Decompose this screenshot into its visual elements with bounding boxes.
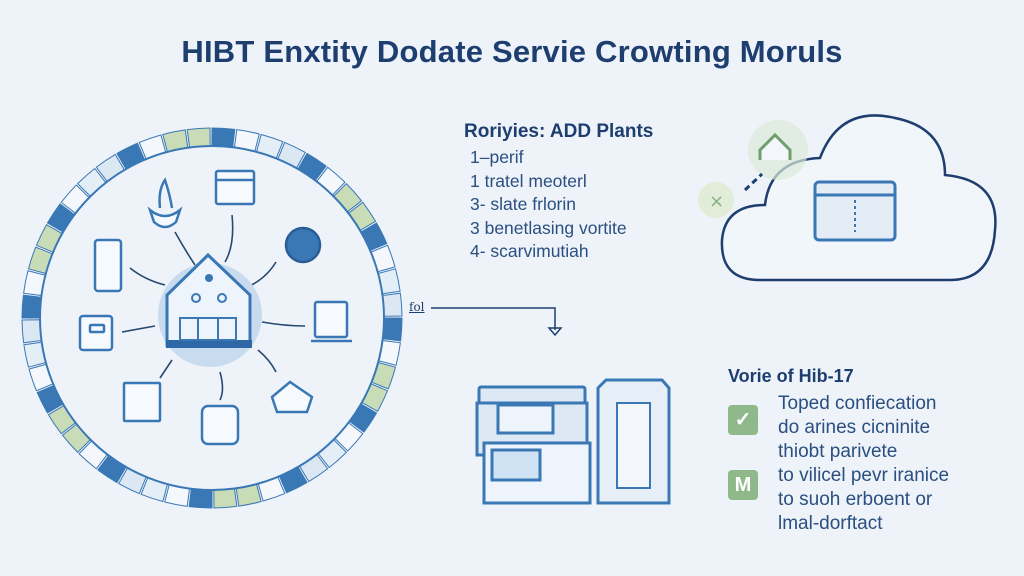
verification-text: Toped confiecation do arines cicninite t…	[778, 392, 949, 536]
flow-arrow	[431, 307, 556, 330]
ring-segment	[257, 476, 286, 502]
close-icon: ×	[709, 191, 724, 212]
chart-upload-icon	[758, 132, 792, 160]
ring-segment	[188, 488, 213, 509]
ring-segment	[28, 363, 54, 392]
verification-line: to vilicel pevr iranice	[778, 465, 950, 486]
report-icon	[122, 381, 162, 423]
priority-item: 4- scarvimutiah	[470, 241, 589, 261]
priorities-list: Roriyies: ADD Plants 1–perif 1 tratel me…	[464, 121, 653, 264]
mobile-phone-icon	[93, 238, 123, 293]
alarm-icon	[147, 206, 183, 229]
check-icon: ✓	[728, 405, 758, 435]
tray-icon	[270, 380, 314, 414]
building-server-icon	[475, 378, 671, 505]
verification-heading: Vorie of Hib-17	[728, 366, 854, 386]
priority-item: 3 benetlasing vortite	[470, 217, 627, 238]
priority-item: 3- slate frlorin	[470, 194, 577, 214]
ring-segment	[186, 127, 211, 149]
calendar-icon	[214, 169, 256, 206]
ring-segment	[370, 244, 396, 273]
ring-segment	[213, 487, 238, 509]
house-hub-icon	[158, 252, 262, 367]
ring-segment	[138, 134, 167, 160]
verification-line: do arines cicninite	[778, 417, 931, 438]
ring-segment	[255, 133, 284, 160]
ring-segment	[21, 319, 43, 344]
page-title: HIBT Enxtity Dodate Servie Crowting Moru…	[181, 34, 843, 69]
robot-device-icon	[200, 404, 240, 446]
priority-item: 1 tratel meoterl	[470, 170, 587, 191]
verification-line: thiobt parivete	[778, 441, 898, 462]
ring-segment	[382, 317, 403, 342]
flame-icon	[158, 177, 174, 209]
priority-item: 1–perif	[470, 147, 524, 167]
ring-segment	[381, 292, 403, 317]
globe-icon	[284, 226, 322, 264]
verification-line: to suoh erboent or	[778, 489, 933, 510]
ring-segment	[140, 476, 169, 503]
ring-segment	[370, 361, 397, 390]
ring-segment	[27, 246, 54, 275]
connector-lines	[121, 214, 306, 401]
ring-segment	[21, 294, 42, 319]
segmented-ring	[21, 127, 403, 509]
priorities-heading: Roriyies: ADD Plants	[464, 121, 654, 142]
check-m-icon: M	[728, 470, 758, 500]
arrow-label: fol	[409, 300, 425, 314]
verification-line: Toped confiecation	[778, 393, 937, 414]
cloud-storage-icon: ×	[698, 114, 997, 282]
document-device-icon	[313, 300, 349, 339]
verification-line: lmal-dorftact	[778, 513, 883, 534]
ring-segment	[211, 127, 236, 148]
